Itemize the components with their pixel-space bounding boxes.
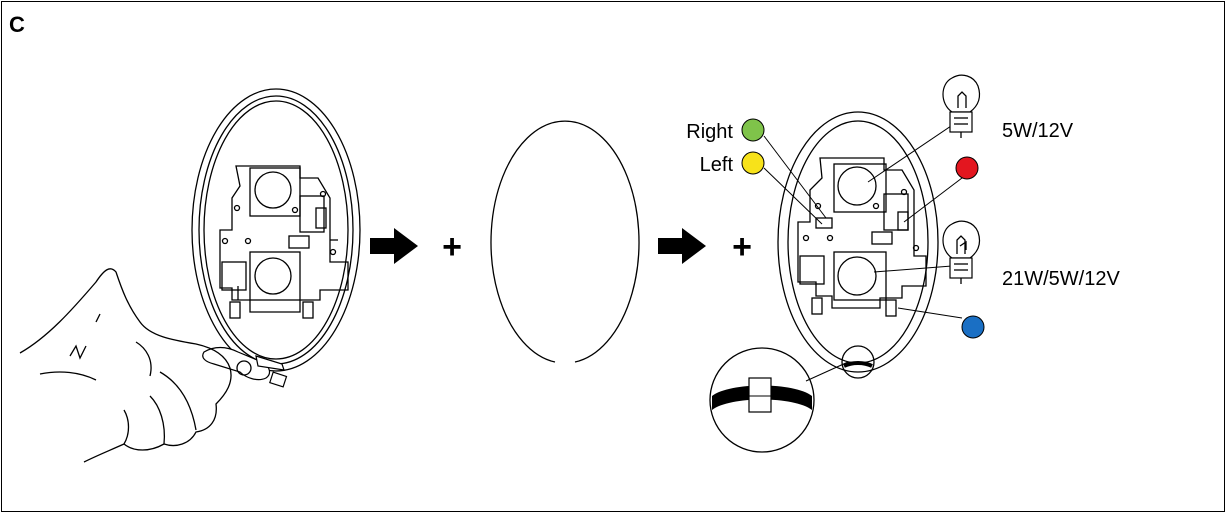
arrow-right-icon [658, 228, 706, 264]
bulb-21w-label: 21W/5W/12V [1002, 268, 1120, 290]
magnified-seal-detail [709, 347, 815, 453]
leader-lines [763, 123, 963, 382]
bulb-21w-icon [942, 220, 981, 284]
blue-wire-dot [961, 315, 985, 339]
hand-illustration [19, 268, 232, 463]
seal-ring [490, 120, 640, 363]
plus-sign: + [442, 228, 462, 266]
lamp-housing-step3 [777, 111, 939, 373]
panel-label: C [9, 12, 25, 37]
bulb-5w-label: 5W/12V [1002, 120, 1074, 142]
left-wire-dot [741, 151, 765, 175]
right-wire-dot [741, 118, 765, 142]
right-label: Right [686, 121, 733, 143]
lamp-housing-step1 [191, 88, 361, 372]
left-label: Left [700, 154, 734, 176]
pliers-illustration [202, 346, 288, 388]
arrow-right-icon [370, 228, 418, 264]
red-wire-dot [955, 156, 979, 180]
detail-marker [841, 345, 875, 379]
plus-sign: + [732, 228, 752, 266]
bulb-5w-icon [942, 74, 981, 138]
